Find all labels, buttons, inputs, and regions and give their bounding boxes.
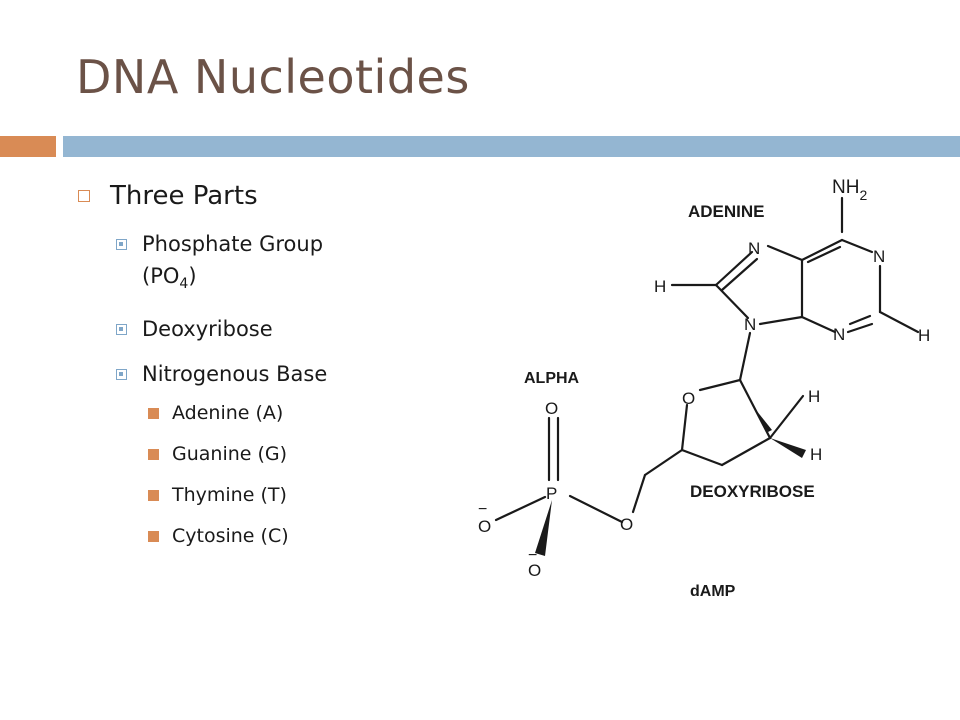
slide-title: DNA Nucleotides xyxy=(76,50,470,104)
square-dot-bullet-icon xyxy=(116,369,127,381)
filled-square-bullet-icon xyxy=(148,408,159,420)
bullet-deoxyribose: Deoxyribose xyxy=(76,313,406,345)
phosphate-subscript: 4 xyxy=(179,276,189,293)
deoxyribose-diagram-label: DEOXYRIBOSE xyxy=(690,482,815,501)
bond-lines xyxy=(494,196,920,524)
square-outline-bullet-icon xyxy=(78,190,90,202)
bullet-adenine: Adenine (A) xyxy=(76,400,406,426)
phosphate-line2-suffix: ) xyxy=(188,264,197,288)
phosphate-line2-prefix: (PO xyxy=(142,264,180,288)
atom-n7: N xyxy=(748,239,760,258)
atom-o-ester: O xyxy=(620,515,633,534)
bullet-thymine-label: Thymine (T) xyxy=(172,484,287,507)
alpha-label: ALPHA xyxy=(524,370,580,387)
filled-square-bullet-icon xyxy=(148,449,159,461)
filled-square-bullet-icon xyxy=(148,531,159,543)
phosphate-line1: Phosphate Group xyxy=(142,232,324,256)
bullet-three-parts: Three Parts xyxy=(76,178,406,214)
atom-n3: N xyxy=(833,325,845,344)
bullet-cytosine-label: Cytosine (C) xyxy=(172,525,289,548)
atom-n9: N xyxy=(744,315,756,334)
bullet-thymine: Thymine (T) xyxy=(76,482,406,508)
accent-bar-orange xyxy=(0,136,56,157)
bullet-adenine-label: Adenine (A) xyxy=(172,402,284,425)
atom-h-2prime-a: H xyxy=(808,387,820,406)
adenine-label: ADENINE xyxy=(688,202,765,221)
bullet-nitrogenous-base-label: Nitrogenous Base xyxy=(142,362,328,387)
damp-structure-diagram: ADENINE NH2 ALPHA DEOXYRIBOSE dAMP N N N… xyxy=(478,177,930,600)
atom-o-ring: O xyxy=(682,389,695,408)
damp-label: dAMP xyxy=(690,583,736,600)
bullet-list: Three Parts Phosphate Group (PO4) Deoxyr… xyxy=(76,178,406,564)
bullet-guanine-label: Guanine (G) xyxy=(172,443,288,466)
bullet-deoxyribose-label: Deoxyribose xyxy=(142,317,273,342)
bullet-three-parts-label: Three Parts xyxy=(110,181,258,211)
atom-h-2prime-b: H xyxy=(810,445,822,464)
minus-bottom: − xyxy=(528,547,537,564)
wedge-bond xyxy=(535,500,552,556)
atom-o-left: O xyxy=(478,517,491,536)
accent-bar-blue xyxy=(63,136,960,157)
atom-p: P xyxy=(546,484,557,503)
bullet-nitrogenous-base: Nitrogenous Base xyxy=(76,358,406,390)
nh2-label: NH2 xyxy=(832,177,867,203)
atom-h2: H xyxy=(918,326,930,345)
square-dot-bullet-icon xyxy=(116,239,127,250)
square-dot-bullet-icon xyxy=(116,324,127,336)
bullet-phosphate-group: Phosphate Group (PO4) xyxy=(76,228,406,300)
minus-left: − xyxy=(478,501,487,518)
atom-o-bottom: O xyxy=(528,561,541,580)
wedge-bond xyxy=(770,438,806,458)
bullet-cytosine: Cytosine (C) xyxy=(76,523,406,549)
atom-n1: N xyxy=(873,247,885,266)
filled-square-bullet-icon xyxy=(148,490,159,502)
atom-o-double: O xyxy=(545,399,558,418)
bullet-guanine: Guanine (G) xyxy=(76,441,406,467)
atom-h8: H xyxy=(654,277,666,296)
wedge-bond xyxy=(752,405,772,432)
